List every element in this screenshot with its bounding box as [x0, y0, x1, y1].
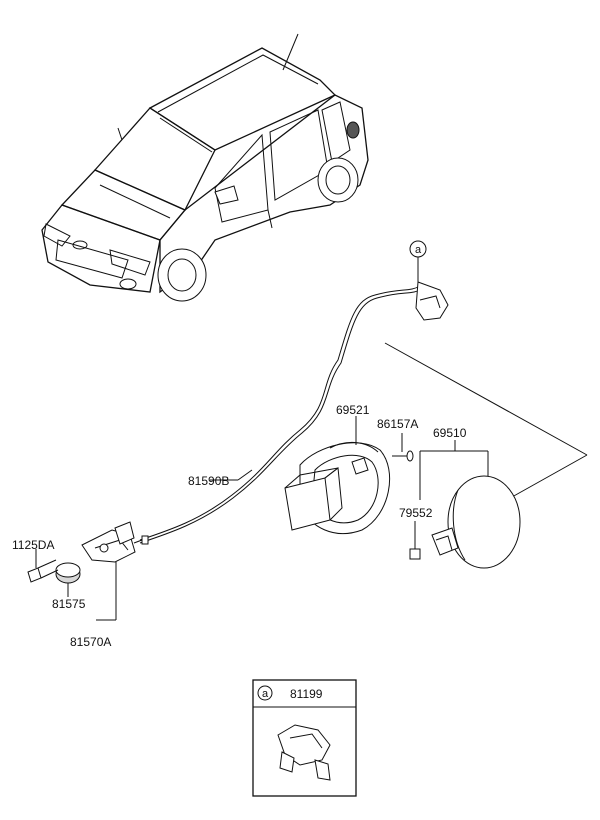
label-81570a: 81570A [70, 635, 111, 649]
fuel-cap-leader-lines [384, 342, 588, 498]
bolt-1125da [27, 549, 59, 583]
part-label-leaders [67, 416, 489, 621]
callout-a-marker: a [409, 240, 427, 282]
fuel-filler-opener-assembly [81, 521, 149, 563]
label-86157a: 86157A [377, 417, 418, 431]
label-79552: 79552 [399, 506, 433, 520]
callout-a-letter: a [415, 244, 422, 256]
part-labels: 1125DA 81575 81570A 81590B 69521 86157A … [12, 403, 467, 649]
screw-86157a [392, 433, 414, 462]
release-knob-81575 [55, 562, 81, 584]
fuel-door-assembly [431, 475, 521, 569]
label-69521: 69521 [336, 403, 370, 417]
fuel-filler-housing [284, 442, 391, 534]
label-69510: 69510 [433, 426, 467, 440]
cable-clip-81199 [277, 724, 331, 781]
label-81575: 81575 [52, 597, 86, 611]
detail-box-ref-letter: a [262, 688, 269, 700]
detail-box-a: a 81199 [252, 679, 357, 797]
label-1125da: 1125DA [12, 538, 54, 552]
vehicle-illustration [41, 33, 369, 302]
detail-box-part-number: 81199 [290, 687, 323, 701]
label-81590b: 81590B [188, 474, 229, 488]
rubber-bumper-79552 [409, 521, 421, 560]
fuel-filler-release-cable [139, 281, 449, 544]
